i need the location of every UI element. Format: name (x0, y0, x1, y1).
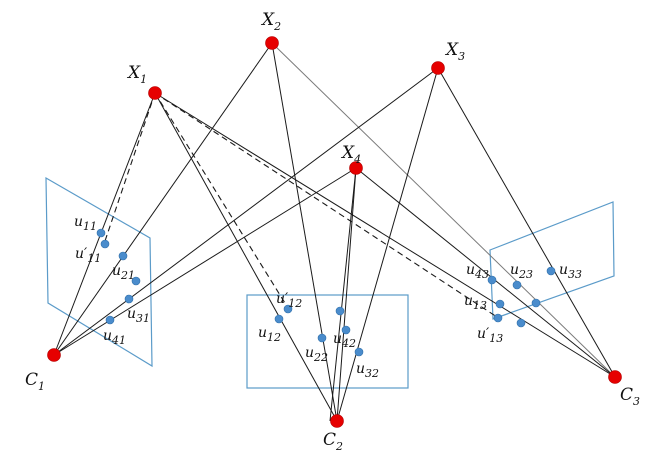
camera-center-c1 (47, 348, 61, 362)
ray-x1-c1-dashed (103, 92, 156, 245)
label-c2: C2 (323, 430, 343, 453)
image-point-u21b (131, 276, 141, 286)
world-point-x3 (431, 61, 445, 75)
image-point-u13c (516, 318, 526, 328)
ray-x1-c3-dashed (154, 92, 498, 318)
image-plane-c3 (489, 201, 615, 320)
label-u11-prime: u′11 (75, 246, 101, 265)
label-u11: u11 (74, 214, 97, 233)
camera-center-c2 (330, 414, 344, 428)
label-u21: u21 (112, 263, 135, 282)
ray-x2-c2 (271, 42, 338, 422)
ray-x3-c3 (437, 67, 616, 378)
image-point-u42-top (335, 306, 345, 316)
ray-x3-c2 (336, 67, 439, 422)
image-point-u12-prime (283, 304, 293, 314)
image-point-u42 (341, 325, 351, 335)
label-u12: u12 (258, 325, 281, 344)
ray-x1-c3 (154, 92, 616, 378)
label-x2: X2 (260, 10, 281, 33)
image-point-u11 (96, 228, 106, 238)
label-u13-prime: u′13 (477, 326, 503, 345)
world-point-x2 (265, 36, 279, 50)
label-u42: u42 (333, 331, 356, 350)
label-u13: u13 (464, 293, 487, 312)
label-c1: C1 (25, 370, 45, 393)
label-u32: u32 (356, 361, 379, 380)
image-point-u21 (118, 251, 128, 261)
image-point-u41 (105, 315, 115, 325)
image-point-u32 (354, 347, 364, 357)
ray-x1-c2 (154, 92, 338, 422)
label-x1: X1 (126, 63, 147, 86)
label-x3: X3 (444, 40, 465, 63)
image-point-u33 (546, 266, 556, 276)
image-point-u23 (512, 280, 522, 290)
ray-x2-c1 (53, 42, 273, 356)
world-point-x1 (148, 86, 162, 100)
image-plane-c2 (246, 294, 409, 389)
label-u23: u23 (510, 262, 533, 281)
label-x4: X4 (340, 143, 361, 166)
ray-x2-c3 (271, 42, 616, 378)
label-u33: u33 (559, 262, 582, 281)
image-point-u12 (274, 314, 284, 324)
ray-x4-c2b (329, 167, 357, 422)
image-point-u11-prime (100, 239, 110, 249)
label-u31: u31 (127, 306, 150, 325)
ray-x4-c3 (355, 167, 616, 378)
image-point-u13 (495, 299, 505, 309)
ray-x4-c2a (336, 167, 357, 422)
image-point-u43 (487, 275, 497, 285)
label-u22: u22 (305, 345, 328, 364)
camera-center-c3 (608, 370, 622, 384)
ray-x1-c1 (53, 92, 156, 356)
label-u12-prime: u′12 (276, 291, 302, 310)
ray-x1-c2-dashed (154, 92, 289, 309)
label-c3: C3 (620, 385, 640, 408)
ray-x3-c1 (53, 67, 439, 356)
image-point-u22 (317, 333, 327, 343)
image-point-u13-prime (493, 313, 503, 323)
world-point-x4 (349, 161, 363, 175)
label-u41: u41 (103, 328, 126, 347)
label-u43: u43 (466, 262, 489, 281)
image-plane-c1 (45, 176, 153, 368)
image-point-u13b (531, 298, 541, 308)
ray-x4-c1 (53, 167, 357, 356)
image-point-u31 (124, 294, 134, 304)
